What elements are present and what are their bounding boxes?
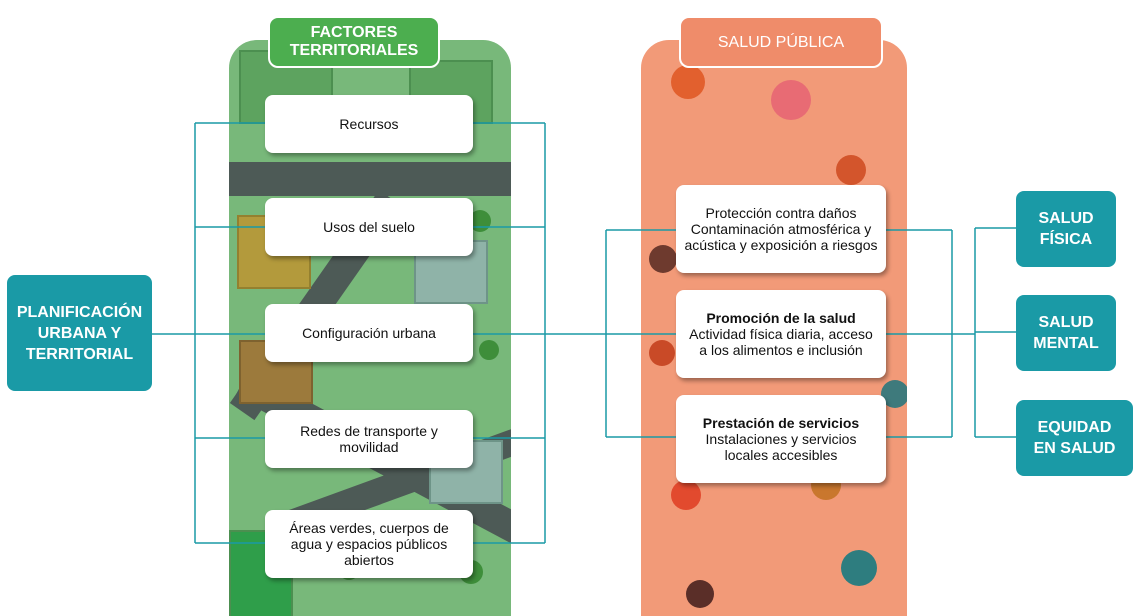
map-road — [229, 162, 511, 196]
health-title: SALUD PÚBLICA — [717, 34, 845, 51]
outcome-box-mental: SALUD MENTAL — [1016, 295, 1116, 371]
outcome-box-equity: EQUIDAD EN SALUD — [1016, 400, 1133, 476]
person-figure — [836, 155, 866, 185]
outcome-box-physical: SALUD FÍSICA — [1016, 191, 1116, 267]
person-figure — [649, 340, 675, 366]
outcome-label: EQUIDAD EN SALUD — [1033, 419, 1116, 457]
territorial-card: Configuración urbana — [265, 304, 473, 362]
territorial-card-label: Usos del suelo — [323, 219, 415, 235]
health-card-heading: Promoción de la salud — [706, 310, 856, 326]
territorial-card: Recursos — [265, 95, 473, 153]
person-figure — [771, 80, 811, 120]
territorial-card: Usos del suelo — [265, 198, 473, 256]
territorial-card-label: Configuración urbana — [302, 325, 436, 341]
territorial-card-label: Redes de transporte y movilidad — [300, 423, 438, 455]
territorial-card-label: Recursos — [339, 116, 399, 132]
territorial-card: Redes de transporte y movilidad — [265, 410, 473, 468]
map-tree — [479, 340, 499, 360]
person-figure — [671, 480, 701, 510]
health-card: Prestación de servicios Instalaciones y … — [676, 395, 886, 483]
outcome-label: SALUD MENTAL — [1033, 314, 1099, 352]
person-figure — [841, 550, 877, 586]
outcome-label: SALUD FÍSICA — [1038, 210, 1094, 248]
health-card-text: Actividad física diaria, acceso a los al… — [689, 326, 873, 358]
person-figure — [649, 245, 677, 273]
person-figure — [671, 65, 705, 99]
planning-label: PLANIFICACIÓN URBANA Y TERRITORIAL — [16, 303, 143, 363]
health-card-text: Instalaciones y servicios locales accesi… — [705, 431, 857, 463]
health-card: Protección contra daños Contaminación at… — [676, 185, 886, 273]
health-card: Promoción de la salud Actividad física d… — [676, 290, 886, 378]
planning-box: PLANIFICACIÓN URBANA Y TERRITORIAL — [7, 275, 152, 391]
territorial-card-label: Áreas verdes, cuerpos de agua y espacios… — [289, 520, 449, 568]
health-card-heading: Protección contra daños — [705, 205, 857, 221]
territorial-card: Áreas verdes, cuerpos de agua y espacios… — [265, 510, 473, 578]
territorial-title-tab: FACTORES TERRITORIALES — [268, 16, 440, 68]
health-title-tab: SALUD PÚBLICA — [679, 16, 883, 68]
map-block — [409, 60, 493, 124]
person-figure — [686, 580, 714, 608]
territorial-title: FACTORES TERRITORIALES — [289, 24, 419, 59]
health-card-text: Contaminación atmosférica y acústica y e… — [684, 221, 878, 253]
health-card-heading: Prestación de servicios — [702, 415, 860, 431]
